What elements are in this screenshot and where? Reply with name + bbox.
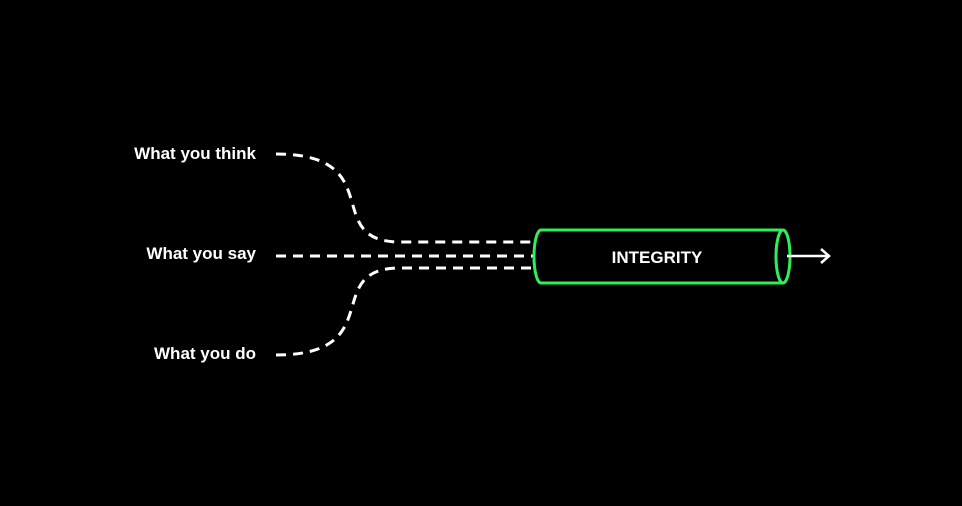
input-label-think: What you think xyxy=(134,144,256,163)
pipe-label: INTEGRITY xyxy=(612,248,703,267)
flow-line-do xyxy=(275,266,534,357)
arrow-right-icon xyxy=(787,248,831,264)
flow-line-think xyxy=(275,152,534,244)
input-label-say: What you say xyxy=(146,244,256,263)
input-label-do: What you do xyxy=(154,344,256,363)
pipe-body xyxy=(532,228,783,285)
integrity-pipe: INTEGRITY xyxy=(532,228,792,285)
